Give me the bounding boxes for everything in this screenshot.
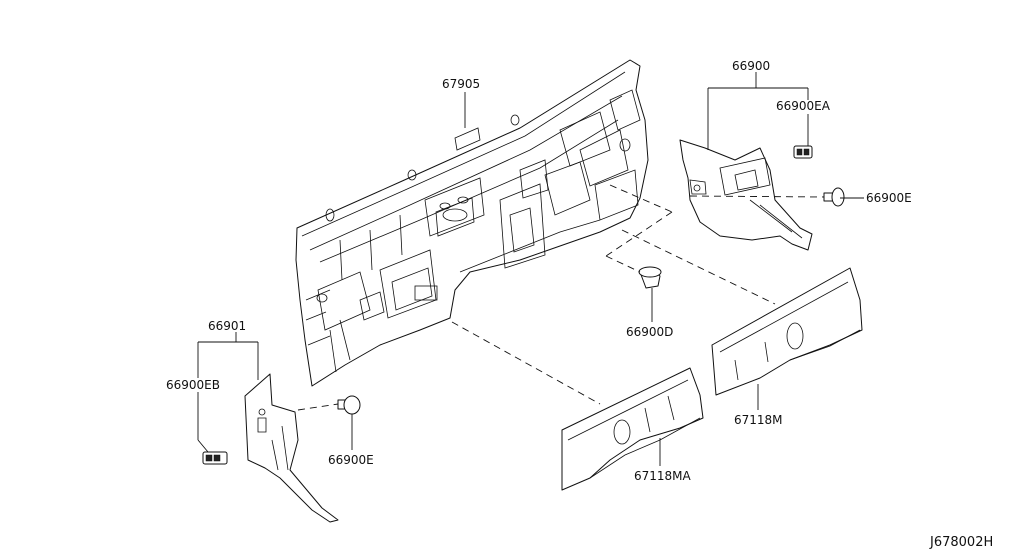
label-66901: 66901 — [208, 319, 246, 333]
side-trim-66900 — [679, 139, 813, 251]
clip-66900EB — [202, 451, 228, 465]
label-66900: 66900 — [732, 59, 770, 73]
label-66900EB: 66900EB — [166, 378, 220, 392]
side-trim-66901 — [244, 373, 339, 523]
label-66900EA: 66900EA — [776, 99, 831, 113]
reference-code: J678002H — [929, 535, 993, 550]
label-67118M: 67118M — [734, 413, 783, 427]
label-66900E-right: 66900E — [866, 191, 912, 205]
leader-lines — [197, 72, 864, 466]
grommet-66900E-left — [337, 395, 361, 415]
floor-insulator-67118MA — [561, 367, 704, 491]
label-66900D: 66900D — [626, 325, 673, 339]
grommet-66900E-right — [823, 187, 845, 207]
label-67118MA: 67118MA — [634, 469, 692, 483]
clip-66900EA — [793, 145, 813, 159]
grommet-66900D — [638, 266, 662, 289]
label-67905: 67905 — [442, 77, 480, 91]
assembly-lines — [297, 184, 825, 411]
label-66900E-left: 66900E — [328, 453, 374, 467]
floor-insulator-67118M — [711, 267, 863, 396]
dash-insulator-67905 — [295, 59, 649, 387]
